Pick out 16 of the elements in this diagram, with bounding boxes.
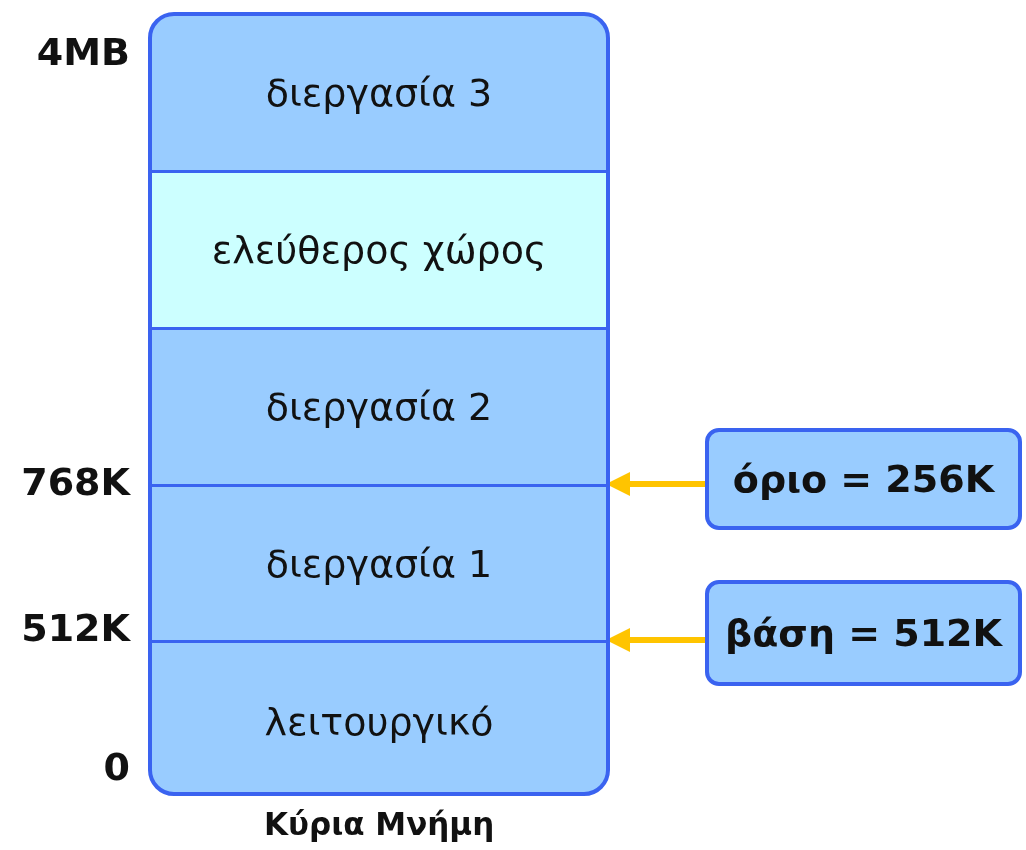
address-label: 768K bbox=[20, 460, 130, 504]
memory-caption: Κύρια Μνήμη bbox=[264, 806, 495, 842]
register-label: όριο = 256K bbox=[732, 457, 995, 501]
register-box bbox=[705, 428, 1022, 530]
segment-label: λειτουργικό bbox=[264, 699, 494, 744]
memory-segment bbox=[152, 170, 606, 327]
address-label: 4MB bbox=[35, 30, 130, 74]
segment-label: διεργασία 1 bbox=[265, 541, 493, 586]
register-box bbox=[705, 580, 1022, 686]
address-label: 0 bbox=[102, 745, 130, 789]
address-label: 512K bbox=[20, 606, 130, 650]
register-label: βάση = 512K bbox=[725, 611, 1002, 655]
memory-block bbox=[148, 12, 610, 796]
segment-label: διεργασία 2 bbox=[265, 385, 493, 429]
segment-label: διεργασία 3 bbox=[265, 71, 493, 115]
segment-label: ελεύθερος χώρος bbox=[211, 228, 547, 272]
